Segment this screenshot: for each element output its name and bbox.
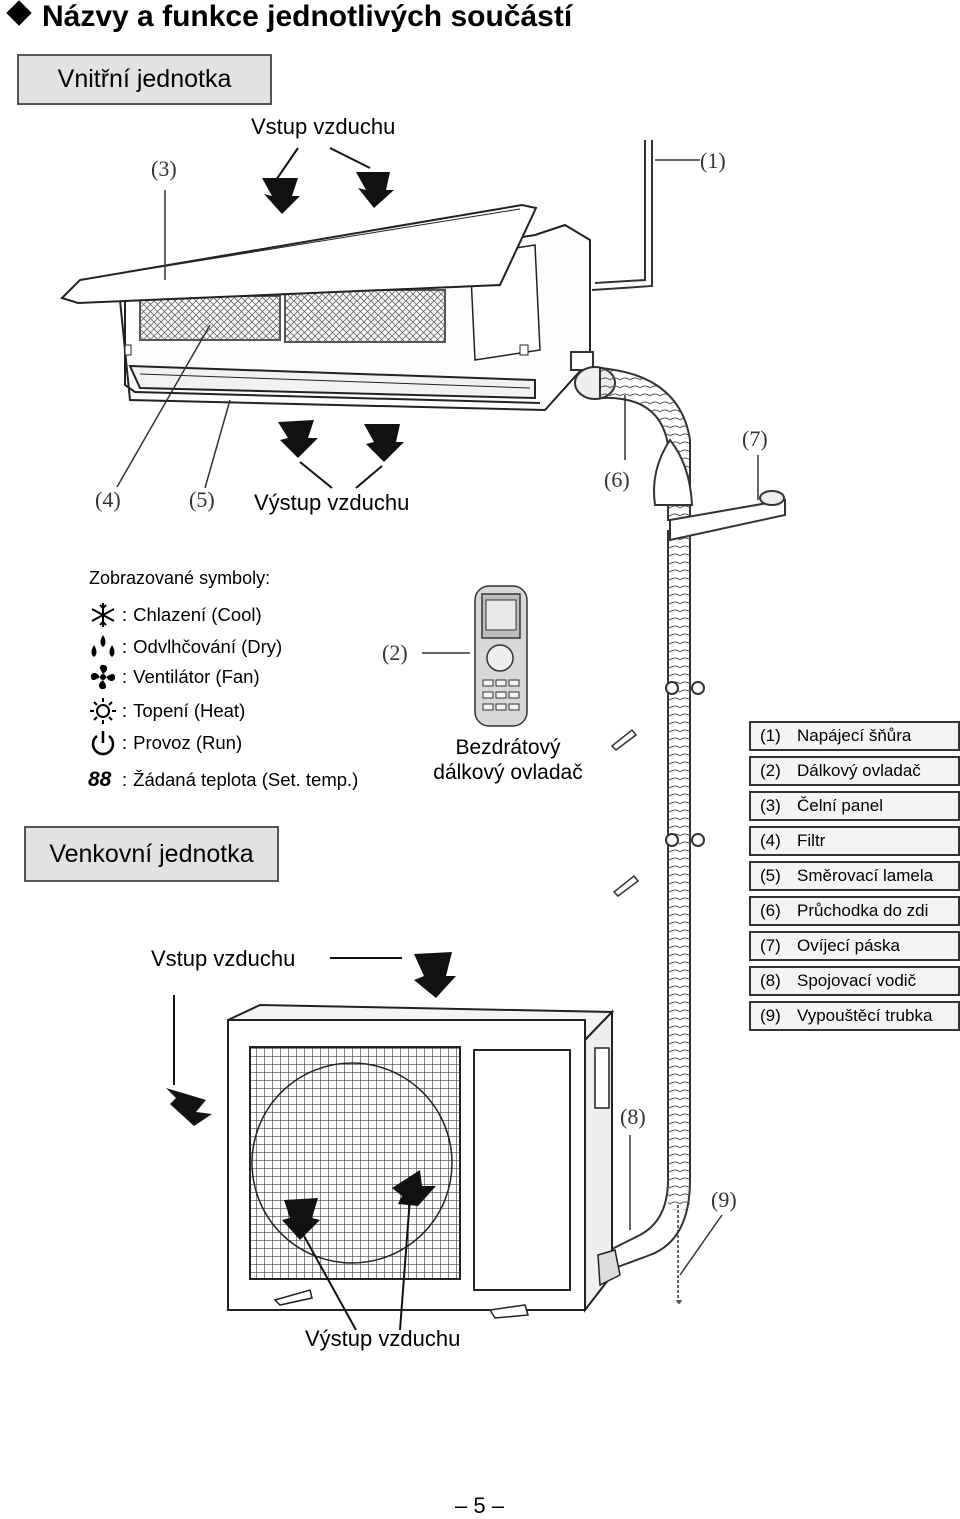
legend-label: Spojovací vodič <box>797 971 917 990</box>
symbol-separator: : <box>122 666 128 687</box>
legend-row: (2) Dálkový ovladač <box>749 756 960 786</box>
symbol-row-dry: : Odvlhčování (Dry) <box>88 632 282 662</box>
symbol-label-heat: Topení (Heat) <box>133 700 246 721</box>
legend-label: Čelní panel <box>797 796 884 815</box>
drops-icon <box>91 635 115 657</box>
symbol-separator: : <box>122 604 128 625</box>
symbol-row-settemp: 88 : Žádaná teplota (Set. temp.) <box>88 765 358 795</box>
symbol-separator: : <box>122 769 128 790</box>
legend-row: (9) Vypouštěcí trubka <box>749 1001 960 1031</box>
legend-num: (6) <box>760 901 781 920</box>
legend-row: (1) Napájecí šňůra <box>749 721 960 751</box>
callout-3: (3) <box>151 156 177 181</box>
symbol-separator: : <box>122 732 128 753</box>
callout-lines <box>116 159 759 1276</box>
symbol-row-fan: : Ventilátor (Fan) <box>88 662 260 692</box>
page-title: Názvy a funkce jednotlivých součástí <box>0 0 572 34</box>
symbol-separator: : <box>122 700 128 721</box>
symbol-label-fan: Ventilátor (Fan) <box>133 666 260 687</box>
symbol-row-run: : Provoz (Run) <box>88 728 242 758</box>
indoor-air-in-caption: Vstup vzduchu <box>251 114 396 139</box>
outdoor-air-in-caption: Vstup vzduchu <box>151 946 296 971</box>
indoor-air-out-caption: Výstup vzduchu <box>254 490 410 515</box>
legend-num: (3) <box>760 796 781 815</box>
symbol-row-heat: : Topení (Heat) <box>88 696 245 726</box>
diamond-bullet-icon <box>6 0 32 26</box>
screws-drawing <box>610 728 640 897</box>
legend-num: (7) <box>760 936 781 955</box>
digits-88-icon: 88 <box>88 768 112 791</box>
snowflake-icon <box>91 603 115 627</box>
legend-label: Ovíjecí páska <box>797 936 900 955</box>
legend-num: (2) <box>760 761 781 780</box>
power-icon <box>91 731 115 756</box>
remote-caption-line1: Bezdrátový <box>455 736 561 759</box>
legend-label: Filtr <box>797 831 826 850</box>
legend-label: Dálkový ovladač <box>797 761 921 780</box>
remote-controller-drawing <box>474 585 528 727</box>
legend-label: Napájecí šňůra <box>797 726 912 745</box>
legend-num: (8) <box>760 971 781 990</box>
legend-num: (4) <box>760 831 781 850</box>
symbols-heading: Zobrazované symboly: <box>89 568 271 588</box>
callout-9: (9) <box>711 1187 737 1212</box>
fan-icon <box>90 664 116 690</box>
indoor-unit-drawing <box>60 203 591 412</box>
airflow-arrows <box>166 147 456 1331</box>
outdoor-unit-label: Venkovní jednotka <box>24 826 279 882</box>
legend-num: (1) <box>760 726 781 745</box>
callout-6: (6) <box>604 467 630 492</box>
outdoor-unit-drawing <box>227 1003 621 1319</box>
symbol-label-run: Provoz (Run) <box>133 732 243 753</box>
symbol-label-settemp: Žádaná teplota (Set. temp.) <box>133 769 359 790</box>
legend-row: (5) Směrovací lamela <box>749 861 960 891</box>
symbol-label-cool: Chlazení (Cool) <box>133 604 262 625</box>
symbol-row-cool: : Chlazení (Cool) <box>88 600 262 630</box>
callout-2: (2) <box>382 640 408 665</box>
callout-5: (5) <box>189 487 215 512</box>
remote-caption-line2: dálkový ovladač <box>433 761 583 784</box>
legend-num: (9) <box>760 1006 781 1025</box>
legend-label: Vypouštěcí trubka <box>797 1006 933 1025</box>
page-title-text: Názvy a funkce jednotlivých součástí <box>42 0 573 33</box>
indoor-unit-label: Vnitřní jednotka <box>17 54 272 105</box>
outdoor-air-out-caption: Výstup vzduchu <box>305 1326 461 1351</box>
callout-8: (8) <box>620 1104 646 1129</box>
legend-label: Průchodka do zdi <box>797 901 929 920</box>
callout-1: (1) <box>700 148 726 173</box>
legend-label: Směrovací lamela <box>797 866 934 885</box>
legend-num: (5) <box>760 866 781 885</box>
symbol-label-dry: Odvlhčování (Dry) <box>133 636 283 657</box>
piping-drawing <box>570 351 786 1304</box>
sun-icon <box>90 698 116 724</box>
symbol-separator: : <box>122 636 128 657</box>
callout-4: (4) <box>95 487 121 512</box>
legend-row: (7) Ovíjecí páska <box>749 931 960 961</box>
page-number: – 5 – <box>455 1493 504 1518</box>
callout-7: (7) <box>742 426 768 451</box>
parts-legend: (1) Napájecí šňůra (2) Dálkový ovladač (3)… <box>749 721 960 1036</box>
remote-caption: Bezdrátový dálkový ovladač <box>420 735 596 785</box>
legend-row: (6) Průchodka do zdi <box>749 896 960 926</box>
legend-row: (4) Filtr <box>749 826 960 856</box>
legend-row: (3) Čelní panel <box>749 791 960 821</box>
legend-row: (8) Spojovací vodič <box>749 966 960 996</box>
